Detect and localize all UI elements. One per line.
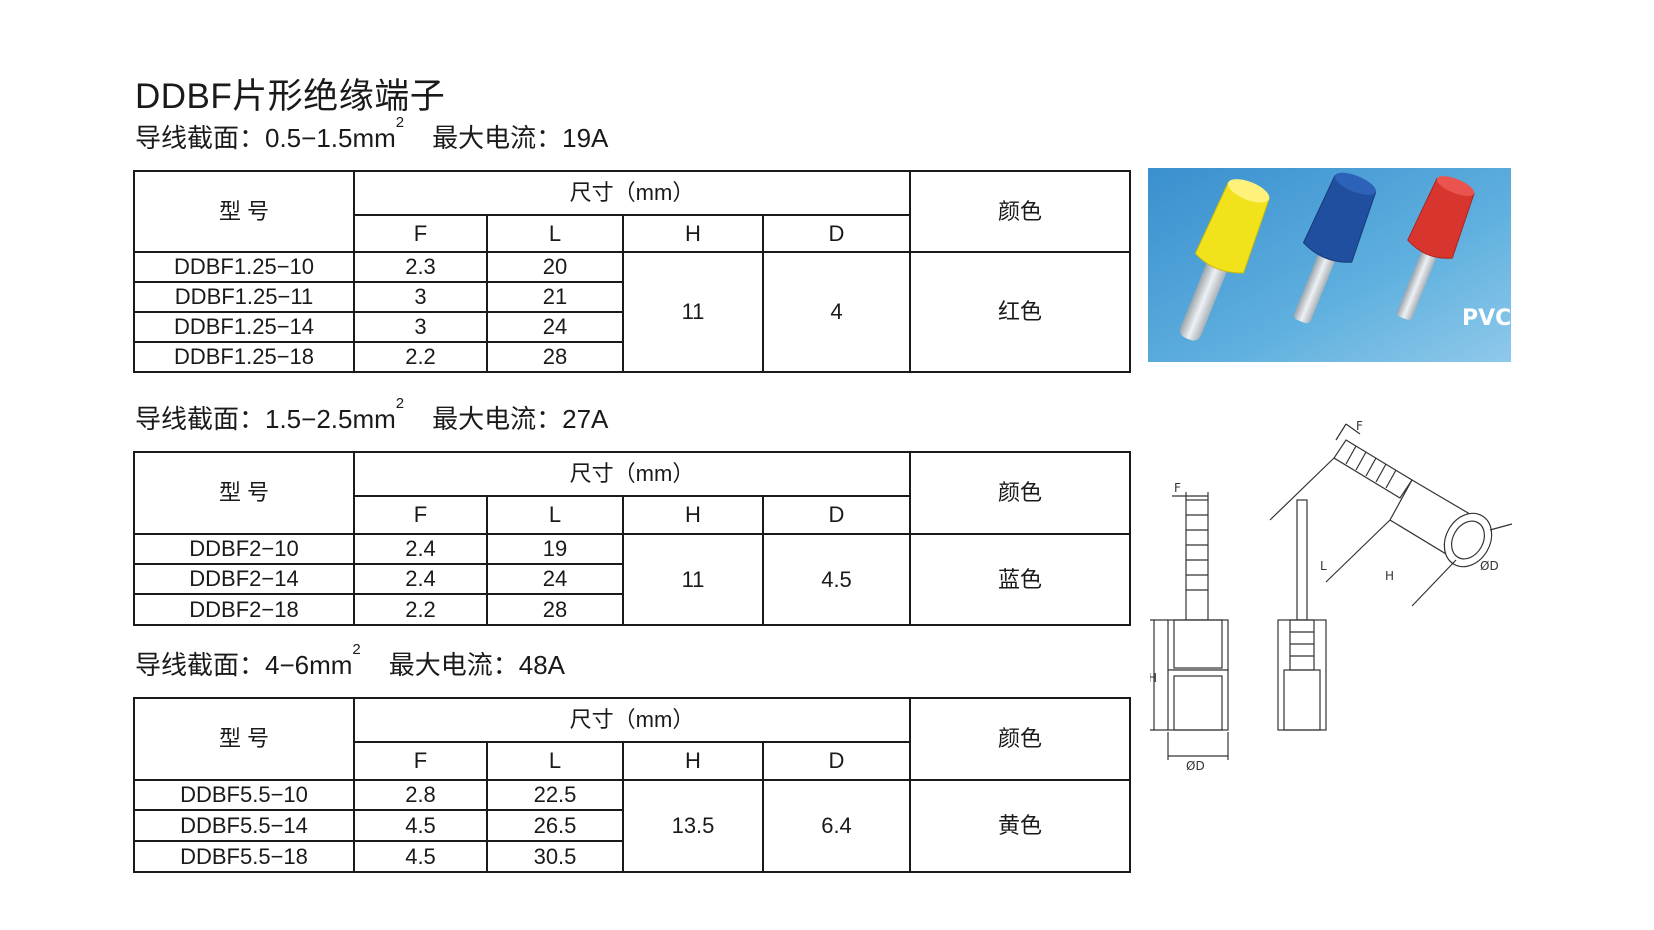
header-H: H bbox=[622, 495, 764, 535]
label-L-iso: L bbox=[1320, 559, 1327, 573]
header-model: 型 号 bbox=[133, 451, 355, 535]
cell-H: 11 bbox=[622, 533, 764, 626]
header-size: 尺寸（mm） bbox=[353, 451, 911, 497]
header-model: 型 号 bbox=[133, 170, 355, 253]
cell-model: DDBF2−14 bbox=[133, 563, 355, 595]
cell-F: 3 bbox=[353, 311, 488, 343]
cell-D: 4 bbox=[762, 251, 911, 373]
header-H: H bbox=[622, 214, 764, 253]
cell-L: 19 bbox=[486, 533, 624, 565]
header-L: L bbox=[486, 214, 624, 253]
superscript: 2 bbox=[352, 641, 361, 658]
header-H: H bbox=[622, 741, 764, 781]
photo-label: PVC bbox=[1462, 306, 1511, 331]
cell-F: 4.5 bbox=[353, 809, 488, 842]
cell-L: 28 bbox=[486, 341, 624, 373]
cell-F: 2.2 bbox=[353, 593, 488, 626]
label-F-iso: F bbox=[1356, 420, 1363, 433]
section-3-spec: 导线截面：4−6mm2 最大电流：48A bbox=[135, 641, 566, 682]
label-H-iso: H bbox=[1385, 569, 1394, 583]
cell-model: DDBF5.5−10 bbox=[133, 779, 355, 811]
cell-L: 30.5 bbox=[486, 840, 624, 873]
cell-model: DDBF5.5−14 bbox=[133, 809, 355, 842]
header-size: 尺寸（mm） bbox=[353, 697, 911, 743]
cell-model: DDBF2−10 bbox=[133, 533, 355, 565]
cell-L: 24 bbox=[486, 563, 624, 595]
section-1-spec: 导线截面：0.5−1.5mm2 最大电流：19A bbox=[135, 114, 609, 155]
cell-model: DDBF1.25−14 bbox=[133, 311, 355, 343]
cell-D: 4.5 bbox=[762, 533, 911, 626]
label-D-iso: ØD bbox=[1480, 559, 1499, 573]
header-color: 颜色 bbox=[909, 697, 1131, 781]
wire-section-label: 导线截面：4−6mm bbox=[135, 650, 353, 680]
technical-drawing: F H ØD F L H ØD bbox=[1150, 420, 1513, 773]
label-F: F bbox=[1174, 481, 1181, 495]
cell-H: 13.5 bbox=[622, 779, 764, 873]
spec-table-2: 型 号 尺寸（mm） 颜色 F L H D DDBF2−10 2.4 19 11… bbox=[133, 451, 1131, 626]
cell-L: 21 bbox=[486, 281, 624, 313]
header-color: 颜色 bbox=[909, 170, 1131, 253]
header-size: 尺寸（mm） bbox=[353, 170, 911, 216]
yellow-terminal bbox=[1180, 179, 1270, 341]
superscript: 2 bbox=[395, 114, 405, 131]
header-D: D bbox=[762, 495, 911, 535]
max-current-label: 最大电流：27A bbox=[432, 404, 609, 434]
cell-L: 20 bbox=[486, 251, 624, 283]
cell-F: 2.8 bbox=[353, 779, 488, 811]
cell-L: 26.5 bbox=[486, 809, 624, 842]
cell-L: 22.5 bbox=[486, 779, 624, 811]
cell-model: DDBF2−18 bbox=[133, 593, 355, 626]
header-D: D bbox=[762, 214, 911, 253]
page-title: DDBF片形绝缘端子 bbox=[135, 77, 446, 116]
label-D-front: ØD bbox=[1186, 759, 1205, 773]
max-current-label: 最大电流：19A bbox=[432, 123, 609, 153]
cell-F: 3 bbox=[353, 281, 488, 313]
cell-F: 2.2 bbox=[353, 341, 488, 373]
cell-F: 2.4 bbox=[353, 533, 488, 565]
cell-model: DDBF1.25−11 bbox=[133, 281, 355, 313]
header-F: F bbox=[353, 495, 488, 535]
header-F: F bbox=[353, 214, 488, 253]
cell-F: 2.4 bbox=[353, 563, 488, 595]
product-photo: PVC bbox=[1148, 168, 1511, 362]
cell-H: 11 bbox=[622, 251, 764, 373]
front-view bbox=[1150, 492, 1229, 760]
section-2-spec: 导线截面：1.5−2.5mm2 最大电流：27A bbox=[135, 395, 609, 436]
header-L: L bbox=[486, 741, 624, 781]
spec-table-1: 型 号 尺寸（mm） 颜色 F L H D DDBF1.25−10 2.3 20… bbox=[133, 170, 1131, 373]
wire-section-label: 导线截面：1.5−2.5mm bbox=[135, 404, 396, 434]
max-current-label: 最大电流：48A bbox=[388, 650, 566, 680]
cell-model: DDBF1.25−10 bbox=[133, 251, 355, 283]
cell-F: 2.3 bbox=[353, 251, 488, 283]
header-model: 型 号 bbox=[133, 697, 355, 781]
header-D: D bbox=[762, 741, 911, 781]
isometric-view bbox=[1269, 423, 1513, 607]
cell-D: 6.4 bbox=[762, 779, 911, 873]
wire-section-label: 导线截面：0.5−1.5mm bbox=[135, 123, 396, 153]
blue-terminal bbox=[1293, 172, 1377, 324]
cell-color: 黄色 bbox=[909, 779, 1131, 873]
cell-color: 红色 bbox=[909, 251, 1131, 373]
header-color: 颜色 bbox=[909, 451, 1131, 535]
cell-L: 24 bbox=[486, 311, 624, 343]
superscript: 2 bbox=[395, 395, 405, 412]
header-F: F bbox=[353, 741, 488, 781]
cell-model: DDBF1.25−18 bbox=[133, 341, 355, 373]
spec-table-3: 型 号 尺寸（mm） 颜色 F L H D DDBF5.5−10 2.8 22.… bbox=[133, 697, 1131, 873]
side-view bbox=[1277, 499, 1327, 731]
cell-model: DDBF5.5−18 bbox=[133, 840, 355, 873]
label-H: H bbox=[1150, 671, 1157, 685]
cell-F: 4.5 bbox=[353, 840, 488, 873]
header-L: L bbox=[486, 495, 624, 535]
cell-L: 28 bbox=[486, 593, 624, 626]
cell-color: 蓝色 bbox=[909, 533, 1131, 626]
red-terminal bbox=[1397, 176, 1475, 320]
